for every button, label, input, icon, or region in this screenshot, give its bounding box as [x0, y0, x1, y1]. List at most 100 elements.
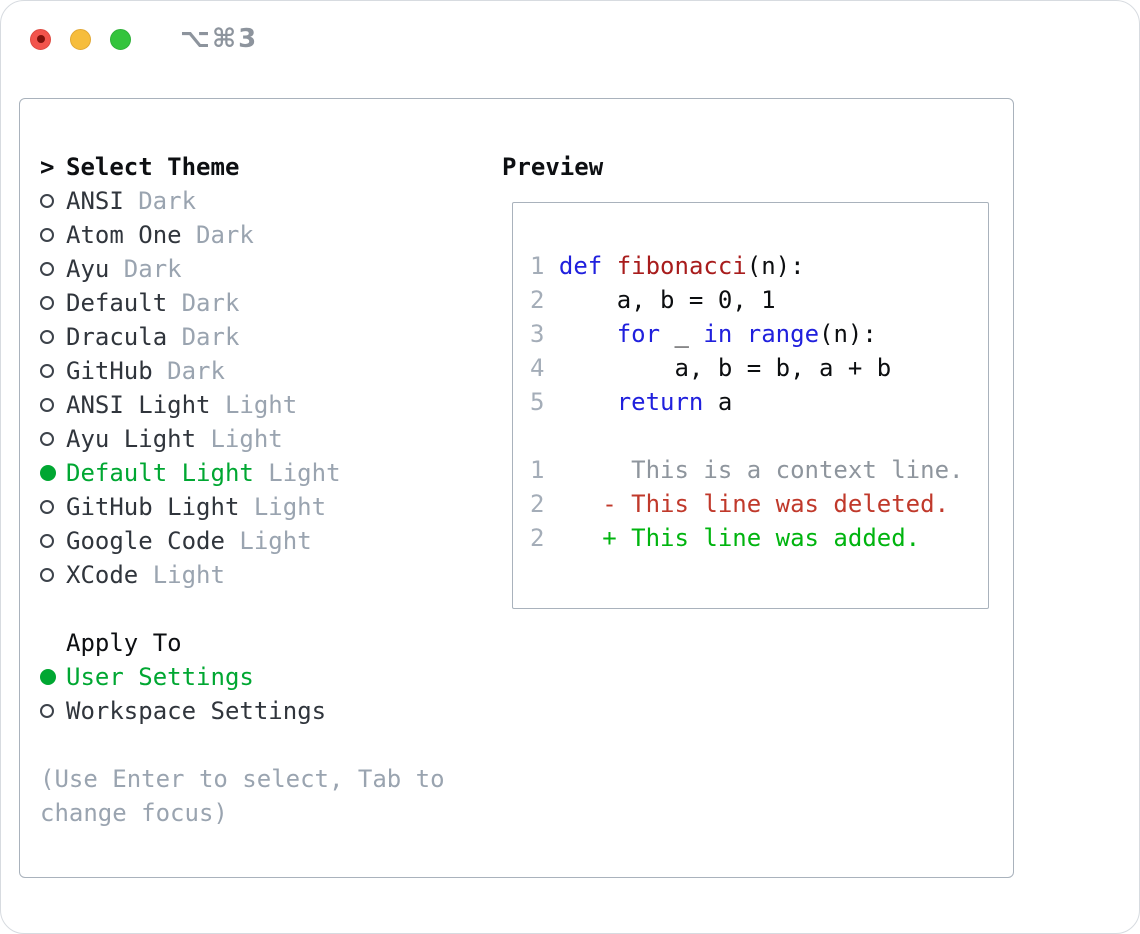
line-number: 2 [530, 490, 545, 518]
code-token: for [616, 320, 661, 348]
theme-variant-tag: Light [268, 459, 341, 487]
option-label: Atom One [66, 221, 182, 249]
theme-variant-tag: Light [152, 561, 225, 589]
code-token: in [703, 320, 733, 348]
option-label: GitHub Light [66, 493, 240, 521]
theme-option-default-light-light[interactable]: Default Light Light [40, 456, 490, 490]
radio-icon [40, 228, 54, 242]
code-token: This is a context line. [558, 456, 964, 484]
line-number: 1 [530, 252, 545, 280]
code-token: (n): [819, 320, 877, 348]
code-token [559, 320, 617, 348]
code-token: a, b = 0, 1 [558, 286, 776, 314]
code-token: (n): [746, 252, 805, 280]
keyboard-shortcut-label: ⌥⌘3 [180, 24, 259, 54]
radio-icon [40, 398, 54, 412]
minimize-button[interactable] [70, 28, 91, 50]
code-token [559, 388, 617, 416]
line-number: 5 [530, 388, 545, 416]
code-token: def [558, 252, 603, 280]
select-theme-title: Select Theme [66, 153, 240, 181]
option-label: Default [66, 289, 168, 317]
radio-icon [40, 262, 54, 276]
theme-option-ayu-dark[interactable]: Ayu Dark [40, 252, 490, 286]
theme-option-github-light-light[interactable]: GitHub Light Light [40, 490, 490, 524]
code-line: 4 a, b = b, a + b [530, 351, 988, 385]
line-number: 4 [530, 354, 545, 382]
option-label: Workspace Settings [66, 697, 327, 725]
radio-icon [40, 534, 54, 548]
line-number: 3 [530, 320, 545, 348]
line-number: 2 [530, 524, 545, 552]
code-token: _ [660, 320, 704, 348]
code-token: fibonacci [616, 252, 747, 280]
code-line: 5 return a [530, 385, 988, 419]
theme-option-atom-one-dark[interactable]: Atom One Dark [40, 218, 490, 252]
close-button[interactable] [30, 28, 51, 50]
code-token: - This line was deleted. [558, 490, 950, 518]
option-label: Default Light [66, 459, 254, 487]
code-token: range [746, 320, 820, 348]
option-label: User Settings [66, 663, 254, 691]
theme-variant-tag: Dark [181, 323, 240, 351]
theme-variant-tag: Light [239, 527, 312, 555]
option-label: ANSI [66, 187, 124, 215]
line-number: 2 [530, 286, 545, 314]
theme-option-default-dark[interactable]: Default Dark [40, 286, 490, 320]
theme-option-dracula-dark[interactable]: Dracula Dark [40, 320, 490, 354]
code-line: 2 + This line was added. [530, 521, 988, 555]
option-label: Google Code [66, 527, 225, 555]
theme-option-google-code-light[interactable]: Google Code Light [40, 524, 490, 558]
option-label: GitHub [66, 357, 153, 385]
radio-selected-icon [40, 465, 56, 481]
code-token: a [703, 388, 733, 416]
theme-option-github-dark[interactable]: GitHub Dark [40, 354, 490, 388]
code-token: a, b = b, a + b [558, 354, 892, 382]
radio-icon [40, 194, 54, 208]
theme-variant-tag: Light [253, 493, 327, 521]
code-token [602, 252, 616, 280]
titlebar: ⌥⌘3 [1, 1, 1139, 77]
apply-option-user-settings[interactable]: User Settings [40, 660, 490, 694]
theme-option-ansi-dark[interactable]: ANSI Dark [40, 184, 490, 218]
usage-hint: (Use Enter to select, Tab to change focu… [40, 765, 445, 827]
zoom-button[interactable] [110, 28, 131, 50]
line-number: 1 [530, 456, 545, 484]
code-line: 3 for _ in range(n): [530, 317, 988, 351]
code-token [732, 320, 746, 348]
theme-variant-tag: Light [210, 425, 283, 453]
theme-variant-tag: Dark [181, 289, 240, 317]
apply-to-heading: Apply To [40, 626, 490, 660]
theme-variant-tag: Dark [123, 255, 182, 283]
code-line: 2 - This line was deleted. [530, 487, 988, 521]
theme-variant-tag: Dark [167, 357, 225, 385]
radio-icon [40, 704, 54, 718]
radio-selected-icon [40, 669, 56, 685]
select-theme-heading: > Select Theme [40, 150, 490, 184]
theme-variant-tag: Dark [138, 187, 197, 215]
apply-option-workspace-settings[interactable]: Workspace Settings [40, 694, 490, 728]
option-label: Dracula [66, 323, 168, 351]
code-line: 1 def fibonacci(n): [530, 249, 988, 283]
theme-variant-tag: Dark [196, 221, 254, 249]
radio-icon [40, 330, 54, 344]
option-label: Ayu [66, 255, 110, 283]
radio-icon [40, 568, 54, 582]
radio-icon [40, 364, 54, 378]
radio-icon [40, 500, 54, 514]
preview-title: Preview [502, 153, 604, 181]
code-line: 2 a, b = 0, 1 [530, 283, 988, 317]
blank-line [530, 419, 988, 453]
radio-icon [40, 432, 54, 446]
option-label: ANSI Light [66, 391, 211, 419]
code-token: return [616, 388, 704, 416]
code-line: 1 This is a context line. [530, 453, 988, 487]
